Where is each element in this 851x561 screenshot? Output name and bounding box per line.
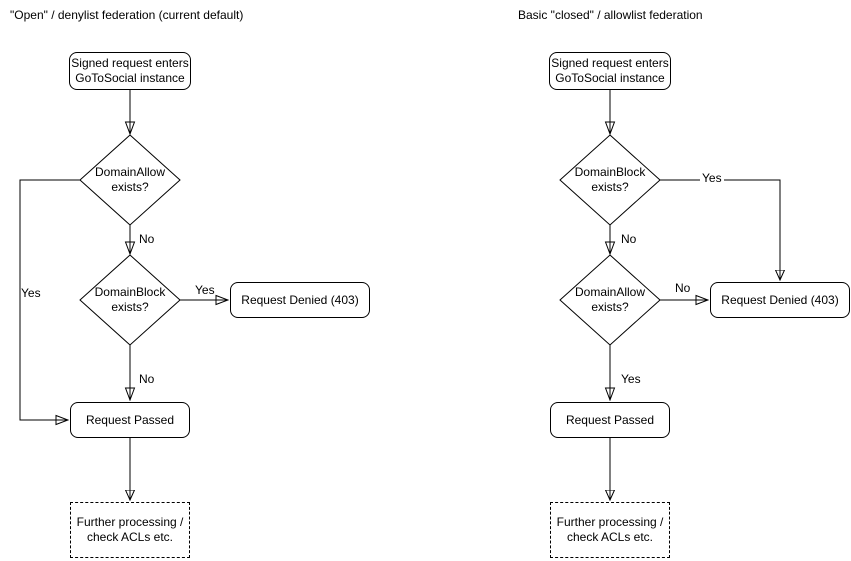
right-edge-label-yes-1: Yes (700, 171, 724, 185)
left-edge-label-yes-1: Yes (21, 286, 41, 300)
edge-right-decision1-yes (660, 179, 780, 280)
decision-shape-left-domainallow (79, 134, 181, 226)
right-chart-title: Basic "closed" / allowlist federation (518, 8, 703, 22)
left-decision-domainallow-label: DomainAllow exists? (94, 165, 166, 194)
left-edge-label-yes-2: Yes (195, 283, 215, 297)
left-chart-title: "Open" / denylist federation (current de… (10, 8, 244, 22)
right-edge-label-yes-2: Yes (621, 372, 641, 386)
right-decision-domainallow-label: DomainAllow exists? (574, 285, 646, 314)
left-request-passed-node: Request Passed (70, 402, 190, 438)
right-edge-label-no-2: No (675, 281, 691, 295)
right-decision-domainblock-label: DomainBlock exists? (574, 165, 646, 194)
right-request-denied-node: Request Denied (403) (710, 282, 850, 318)
left-decision-domainblock-label: DomainBlock exists? (94, 285, 166, 314)
right-start-node: Signed request enters GoToSocial instanc… (549, 52, 671, 90)
left-edge-label-no-1: No (139, 232, 155, 246)
left-further-processing-node: Further processing / check ACLs etc. (70, 502, 190, 558)
decision-shape-right-domainblock (559, 134, 661, 226)
left-request-denied-node: Request Denied (403) (230, 282, 370, 318)
right-further-processing-node: Further processing / check ACLs etc. (550, 502, 670, 558)
decision-shape-right-domainallow (559, 254, 661, 346)
right-request-passed-node: Request Passed (550, 402, 670, 438)
decision-shape-left-domainblock (79, 254, 181, 346)
edge-left-decision1-yes (19, 179, 80, 420)
right-edge-label-no-1: No (621, 232, 637, 246)
left-start-node: Signed request enters GoToSocial instanc… (69, 52, 191, 90)
left-edge-label-no-2: No (139, 372, 155, 386)
